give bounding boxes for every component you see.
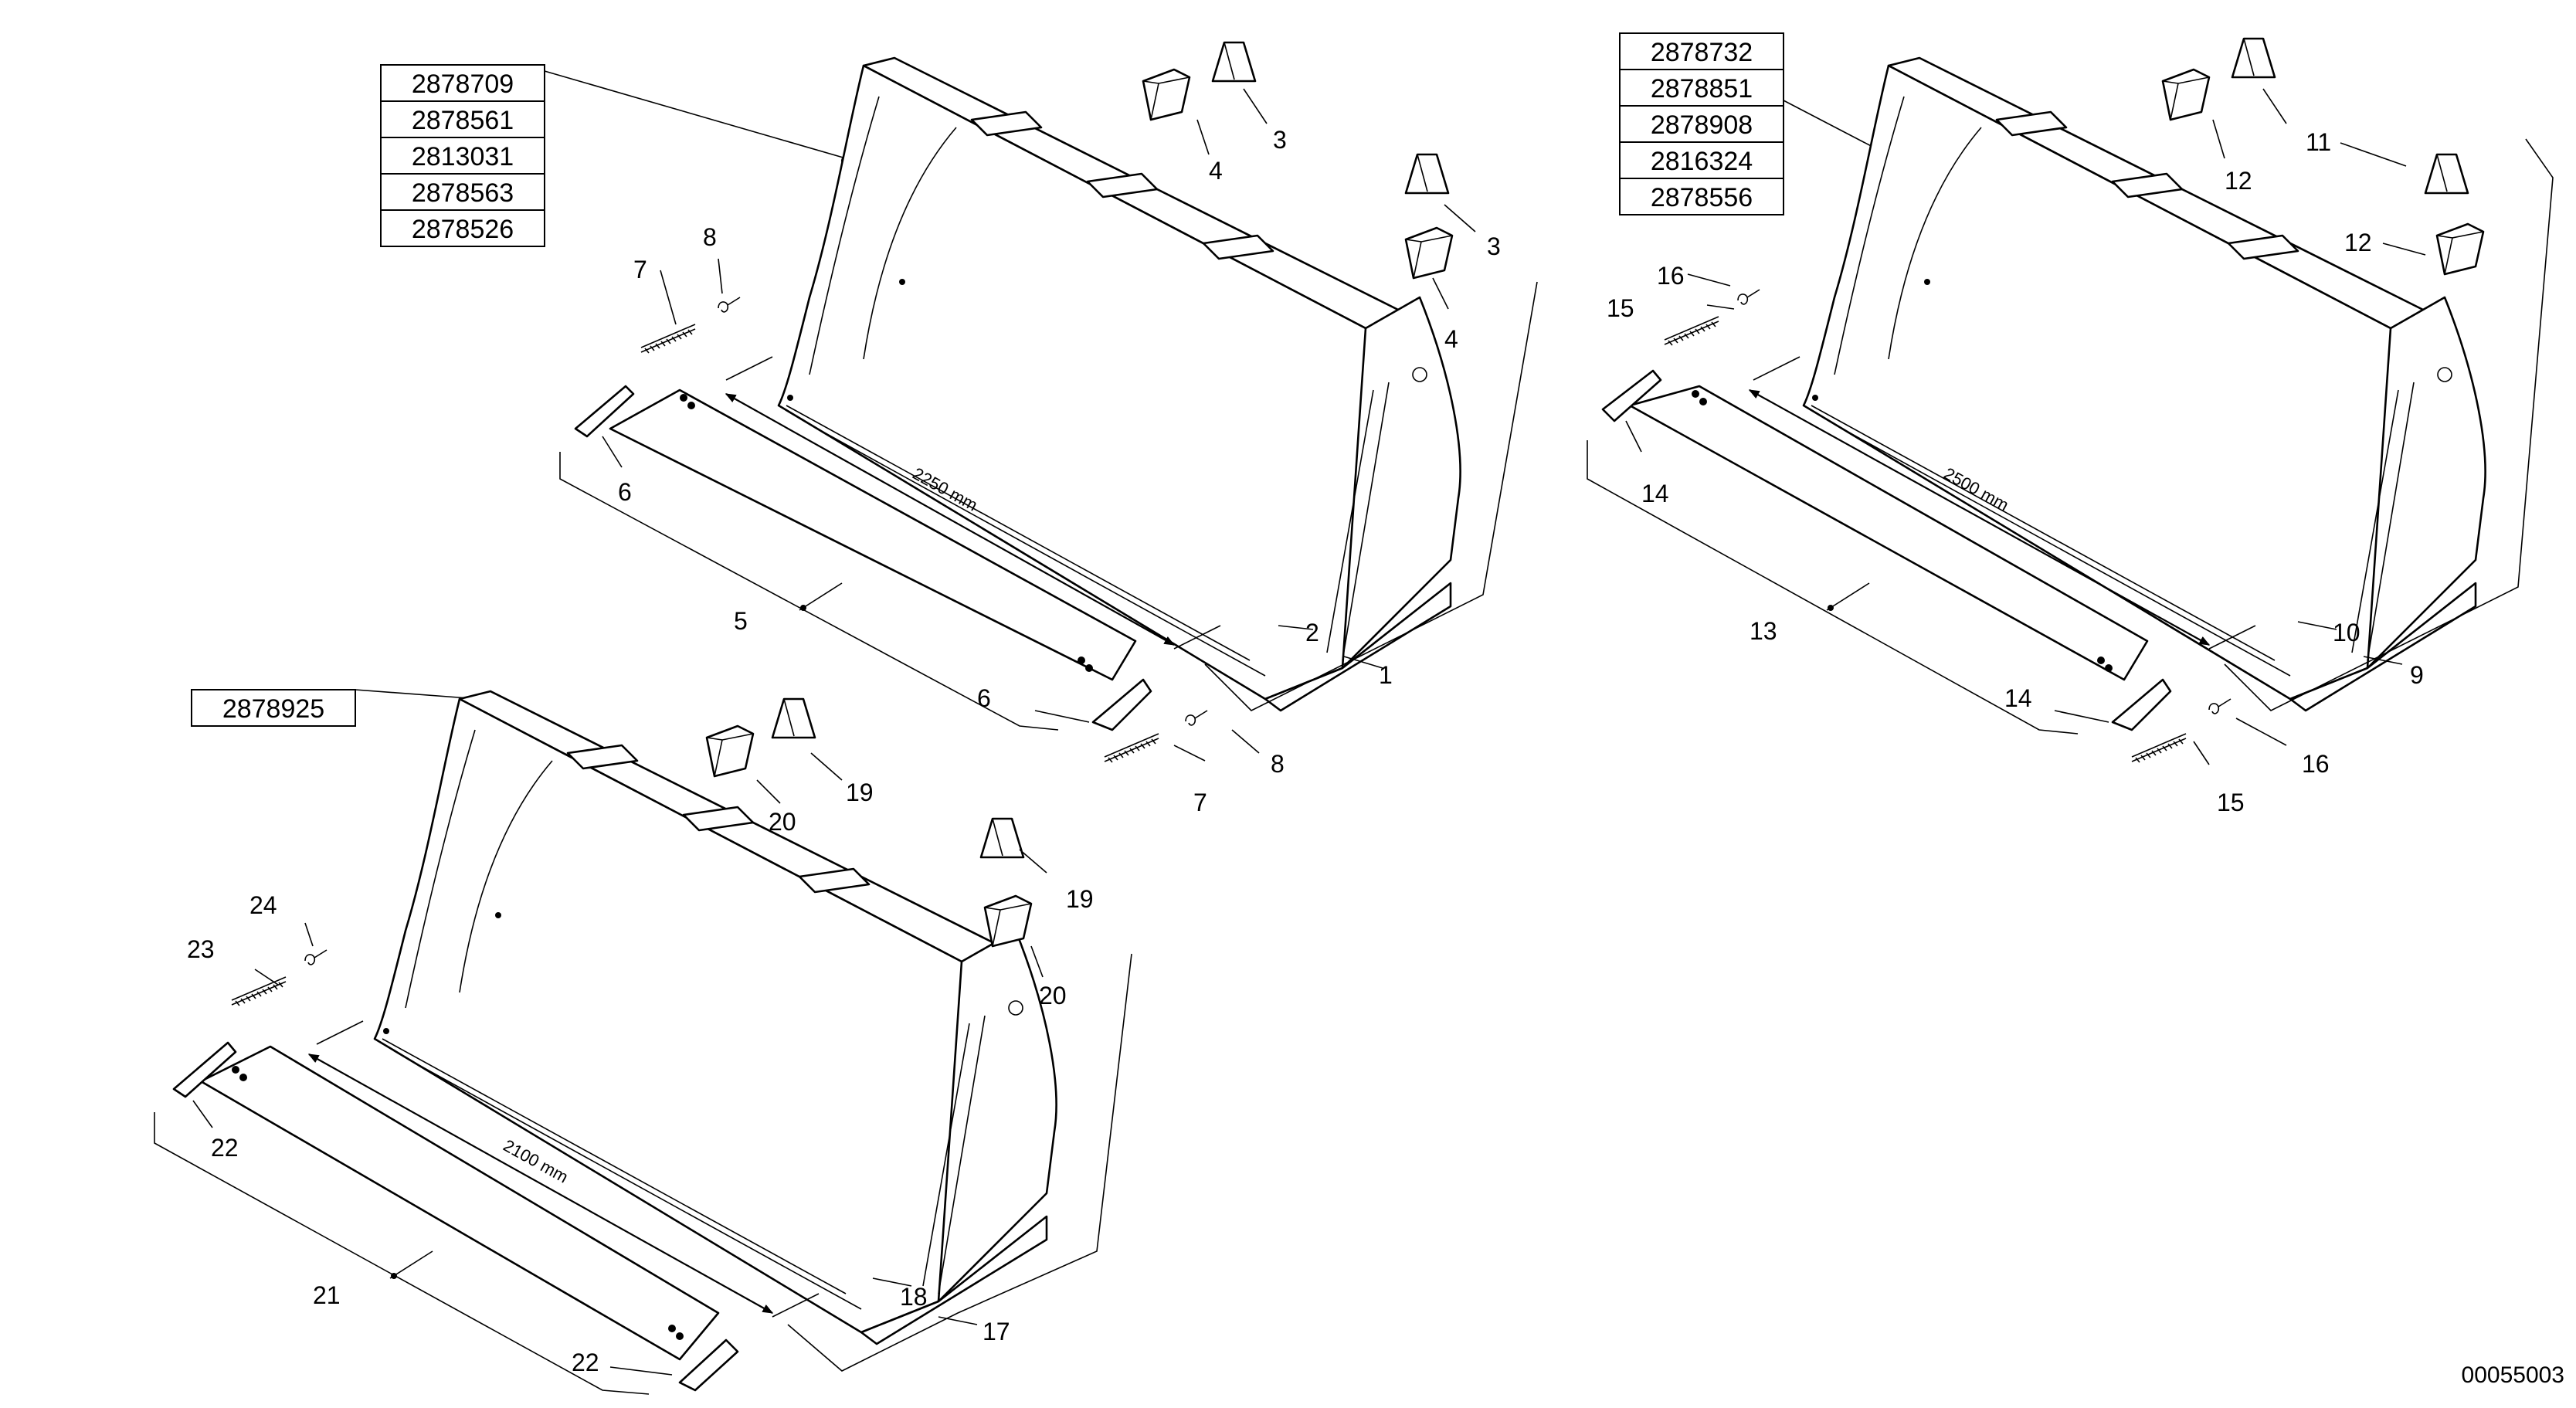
end-bit-icon	[2111, 678, 2172, 731]
callout-number: 12	[2225, 167, 2252, 195]
callout-number: 24	[249, 891, 277, 919]
tooth-block-icon	[983, 894, 1033, 948]
spring-icon	[231, 976, 287, 1006]
callout-number: 23	[187, 935, 215, 963]
part-number: 2878709	[412, 70, 514, 99]
callout-number: 13	[1750, 617, 1777, 645]
callout-number: 6	[618, 478, 632, 506]
callout-number: 7	[633, 256, 647, 283]
spring-icon	[1664, 316, 1719, 346]
callout-number: 16	[2302, 750, 2330, 778]
part-number: 2878925	[222, 694, 324, 724]
tooth-icon	[1404, 153, 1450, 195]
pin-icon	[718, 297, 741, 313]
part-number-cell	[380, 100, 545, 138]
callout-number: 22	[572, 1349, 599, 1376]
part-number: 2878556	[1651, 183, 1753, 212]
end-bit-icon	[574, 385, 635, 438]
part-number-cell	[1619, 141, 1784, 179]
part-number: 2816324	[1651, 147, 1753, 176]
callout-number: 11	[2306, 128, 2331, 156]
spring-icon	[1104, 733, 1159, 763]
tooth-block-icon	[2161, 68, 2211, 121]
part-number: 2813031	[412, 142, 514, 171]
bucket-1-assembly: 2878709 2878561 2813031 2878563 2878526 …	[380, 41, 1538, 816]
part-number-cell	[380, 173, 545, 211]
callout-number: 21	[313, 1281, 341, 1309]
callout-number: 15	[1607, 294, 1634, 322]
part-number-cell	[191, 689, 356, 727]
callout-number: 14	[1641, 480, 1669, 507]
bucket-3-body	[373, 690, 1057, 1345]
callout-number: 22	[211, 1134, 239, 1162]
callout-number: 9	[2410, 661, 2424, 689]
bucket-1-part-number-box: 2878709 2878561 2813031 2878563 2878526	[380, 64, 545, 247]
bucket-2-part-number-box: 2878732 2878851 2878908 2816324 2878556	[1619, 32, 1784, 215]
part-number-cell	[380, 64, 545, 102]
part-number: 2878851	[1651, 74, 1753, 103]
callout-number: 19	[846, 779, 874, 806]
pin-icon	[1737, 289, 1760, 305]
tooth-block-icon	[1404, 226, 1454, 280]
bucket-2-assembly: 2878732 2878851 2878908 2816324 2878556 …	[1587, 32, 2554, 816]
callout-number: 6	[977, 684, 991, 712]
callout-number: 18	[900, 1283, 928, 1311]
tooth-icon	[2424, 153, 2469, 195]
drawing-number: 00055003	[2462, 1362, 2564, 1388]
bucket-3-assembly: 2878925 2100 mm 20 19	[154, 689, 1132, 1395]
end-bit-icon	[1601, 369, 1662, 422]
part-number-cell	[380, 209, 545, 247]
callout-number: 2	[1305, 619, 1319, 646]
tooth-block-icon	[705, 724, 755, 778]
part-number-cell	[1619, 178, 1784, 215]
callout-number: 20	[769, 808, 796, 836]
end-bit-icon	[1091, 678, 1152, 731]
dimension-arrow	[1748, 389, 2211, 646]
bucket-3-part-number-box: 2878925	[191, 689, 356, 727]
tooth-icon	[2231, 37, 2276, 79]
part-number: 2878732	[1651, 38, 1753, 67]
callout-number: 20	[1039, 982, 1067, 1009]
callout-number: 3	[1487, 232, 1501, 260]
callout-number: 16	[1657, 262, 1685, 290]
callout-number: 12	[2344, 229, 2372, 256]
dimension-arrow	[307, 1053, 774, 1314]
bucket-1-body	[777, 56, 1461, 712]
callout-number: 1	[1379, 661, 1393, 689]
pin-icon	[304, 949, 328, 965]
tooth-block-icon	[2435, 222, 2485, 276]
pin-icon	[2208, 698, 2232, 714]
callout-number: 7	[1193, 789, 1207, 816]
tooth-icon	[979, 817, 1025, 859]
callout-number: 15	[2217, 789, 2245, 816]
spring-icon	[640, 324, 696, 354]
part-number: 2878561	[412, 106, 514, 135]
spring-icon	[2131, 733, 2187, 763]
tooth-icon	[1211, 41, 1257, 83]
part-number: 2878563	[412, 178, 514, 208]
part-number: 2878908	[1651, 110, 1753, 140]
callout-number: 8	[1271, 750, 1285, 778]
callout-number: 8	[703, 223, 717, 251]
callout-number: 14	[2004, 684, 2032, 712]
pin-icon	[1185, 710, 1208, 726]
part-number: 2878526	[412, 215, 514, 244]
callout-number: 19	[1066, 885, 1094, 913]
callout-number: 4	[1444, 325, 1458, 353]
callout-number: 5	[734, 607, 748, 635]
callout-number: 10	[2333, 619, 2360, 646]
callout-number: 3	[1273, 126, 1287, 154]
end-bit-icon	[172, 1041, 237, 1098]
tooth-icon	[771, 697, 816, 739]
dimension-arrow	[725, 393, 1176, 646]
callout-number: 17	[983, 1318, 1010, 1345]
bucket-2-body	[1802, 56, 2486, 712]
callout-number: 4	[1209, 157, 1223, 185]
end-bit-icon	[678, 1338, 739, 1392]
tooth-block-icon	[1142, 68, 1191, 121]
